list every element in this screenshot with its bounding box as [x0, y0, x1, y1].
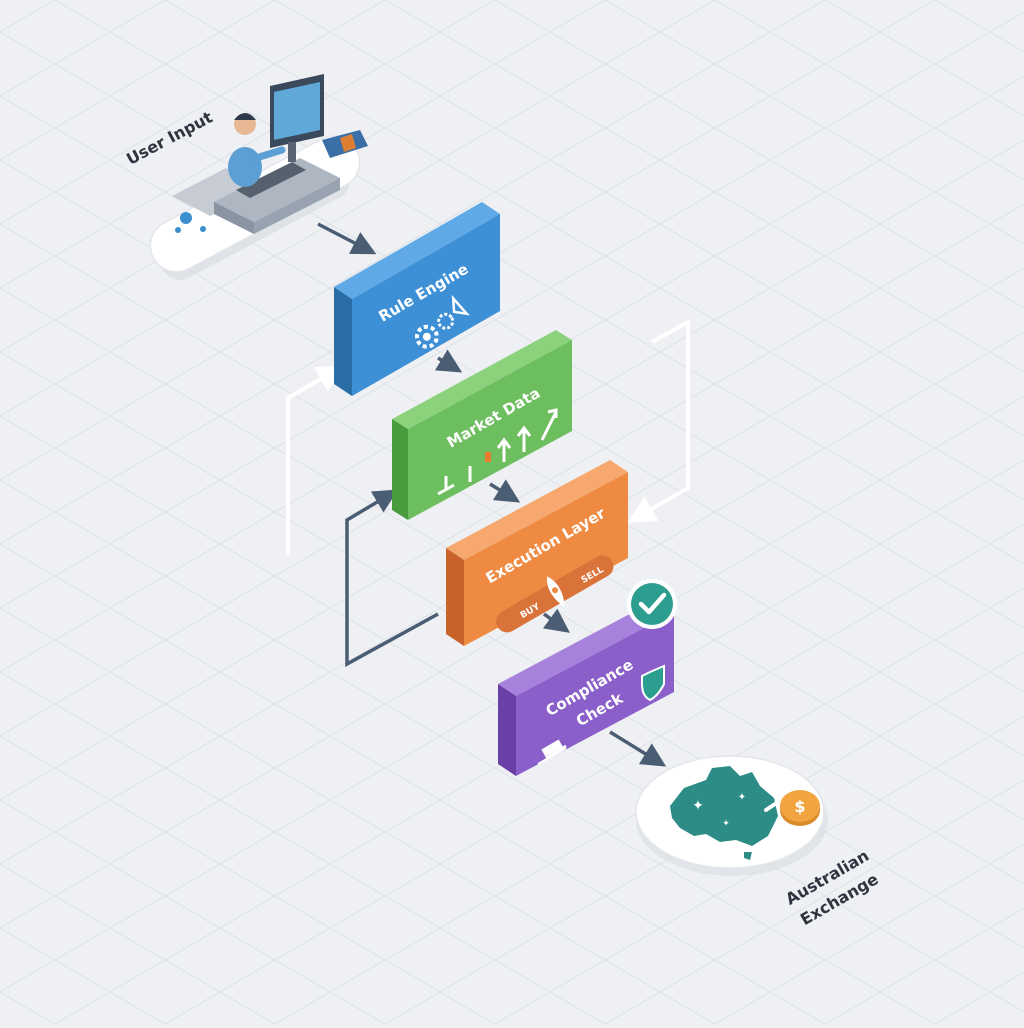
feedback-loop-white-right	[627, 318, 690, 523]
feedback-loop-white-left	[286, 365, 345, 555]
svg-text:$: $	[794, 797, 805, 816]
trend-arrows-icon	[437, 408, 558, 496]
flow-arrows	[317, 222, 667, 767]
australia-map-icon: ✦ ✦ ✦	[670, 766, 778, 860]
rule-engine-block: Rule Engine	[334, 202, 500, 396]
arrow-rule-to-market	[434, 349, 463, 373]
buy-sell-slider: BUY SELL	[496, 555, 614, 633]
svg-text:✦: ✦	[692, 798, 704, 814]
gavel-icon	[537, 739, 567, 765]
gears-icon	[414, 294, 470, 349]
arrow-execution-to-compliance	[542, 608, 570, 633]
arrow-market-to-execution	[489, 479, 521, 503]
compliance-check-block: Compliance Check	[498, 579, 677, 776]
execution-layer-block: Execution Layer BUY SELL	[446, 460, 628, 646]
svg-text:✦: ✦	[722, 819, 730, 829]
market-data-block: Market Data	[392, 330, 572, 520]
arrow-user-to-rule	[317, 222, 377, 255]
person-at-desk-icon	[172, 74, 368, 234]
shield-icon	[641, 664, 665, 702]
rocket-icon	[546, 576, 565, 608]
dollar-coin-icon: $	[780, 790, 820, 826]
arrow-compliance-to-exchange	[609, 730, 667, 767]
svg-text:✦: ✦	[738, 792, 746, 803]
checkmark-badge-icon	[627, 579, 677, 629]
feedback-loop-dark	[345, 489, 439, 667]
